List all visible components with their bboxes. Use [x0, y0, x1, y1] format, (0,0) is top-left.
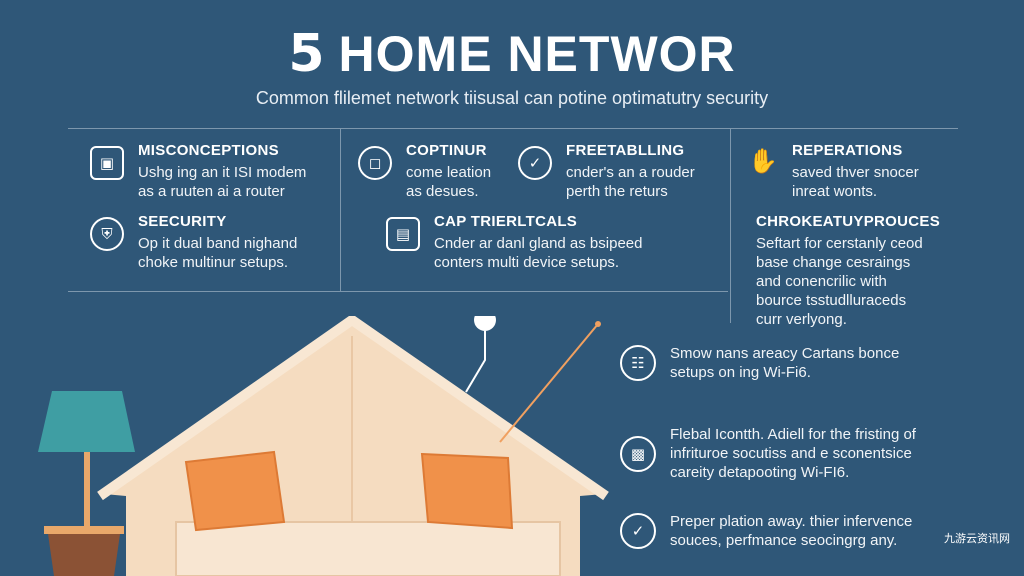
side-table-top	[44, 526, 124, 534]
home-illustration	[38, 316, 609, 576]
freetabling-heading: FREETABLLING	[566, 142, 685, 159]
antenna-ball	[474, 316, 496, 331]
right-item-infrastructure: ▩ Flebal Icontth. Adiell for the fristin…	[620, 425, 916, 482]
coptinur-line: as desues.	[406, 183, 479, 200]
cap-trierltcals-line: Cnder ar danl gland as bsipeed	[434, 235, 643, 252]
title-number: 5	[288, 24, 325, 84]
right-item-line: careity detapooting Wi-FI6.	[670, 464, 850, 481]
check-icon: ✓	[620, 513, 656, 549]
chrokeatuy-line: base change cesraings	[756, 254, 911, 271]
right-item-line: setups on ing Wi-Fi6.	[670, 364, 811, 381]
security-line: choke multinur setups.	[138, 254, 289, 271]
right-item-wifi6: ☷ Smow nans areacy Cartans bonce setups …	[620, 344, 899, 382]
cap-trierltcals-line: conters multi device setups.	[434, 254, 620, 271]
hand-icon: ✋	[748, 147, 778, 175]
security-heading: SEECURITY	[138, 213, 227, 230]
cap-trierltcals-block: ▤ CAP TRIERLTCALS Cnder ar danl gland as…	[386, 213, 642, 272]
bottom-divider	[68, 291, 728, 292]
sofa	[175, 521, 561, 576]
chrokeatuy-heading: CHROKEATUYPROUCES	[756, 213, 941, 230]
watermark: 九游云资讯网	[944, 532, 1010, 545]
security-block: ⛨ SEECURITY Op it dual band nighand chok…	[90, 213, 297, 272]
antenna-line	[499, 323, 599, 443]
right-item-line: infrituroe socutiss and e sconentsice	[670, 445, 912, 462]
antenna-wire	[465, 331, 486, 393]
lamp-shade	[38, 391, 135, 452]
lamp-pole	[84, 452, 90, 528]
right-item-line: Smow nans areacy Cartans bonce	[670, 345, 900, 362]
lock-icon: ◻	[358, 146, 392, 180]
misconceptions-heading: MISCONCEPTIONS	[138, 142, 279, 159]
reperations-heading: REPERATIONS	[792, 142, 903, 159]
reperations-block: ✋ REPERATIONS saved thver snocer inreat …	[748, 142, 919, 201]
subtitle: Common flilemet network tiisusal can pot…	[255, 88, 769, 108]
right-item-line: Flebal Icontth. Adiell for the fristing …	[670, 426, 916, 443]
antenna-tip	[595, 321, 601, 327]
chrokeatuy-line: and conencrilic with	[756, 273, 887, 290]
right-item-interference: ✓ Preper plation away. thier infervence …	[620, 512, 912, 550]
cap-trierltcals-heading: CAP TRIERLTCALS	[434, 213, 578, 230]
right-item-line: Preper plation away. thier infervence	[670, 513, 913, 530]
chrokeatuy-block: CHROKEATUYPROUCES Seftart for cerstanly …	[756, 213, 940, 329]
misconceptions-block: ▣ MISCONCEPTIONS Ushg ing an it ISI mode…	[90, 142, 306, 201]
reperations-line: inreat wonts.	[792, 183, 878, 200]
modem-icon: ▣	[90, 146, 124, 180]
coptinur-heading: COPTINUR	[406, 142, 487, 159]
phone-icon: ▤	[386, 217, 420, 251]
plant-pot	[48, 534, 120, 576]
misconceptions-line: Ushg ing an it ISI modem	[138, 164, 307, 181]
title-text: HOME NETWOR	[338, 26, 736, 82]
house-roof	[97, 316, 609, 501]
globe-icon: ☷	[620, 345, 656, 381]
security-line: Op it dual band nighand	[138, 235, 298, 252]
pillow-right	[420, 452, 514, 530]
coptinur-line: come leation	[406, 164, 492, 181]
freetabling-block: ✓ FREETABLLING cnder's an a rouder perth…	[518, 142, 695, 201]
coptinur-block: ◻ COPTINUR come leation as desues.	[358, 142, 491, 201]
chrokeatuy-line: curr verlyong.	[756, 311, 847, 328]
reperations-line: saved thver snocer	[792, 164, 919, 181]
chrokeatuy-line: bource tsstudlluraceds	[756, 292, 907, 309]
freetabling-line: perth the returs	[566, 183, 668, 200]
vertical-divider-1	[340, 128, 341, 292]
right-item-line: souces, perfmance seocingrg any.	[670, 532, 898, 549]
title: 5 HOME NETWOR	[0, 24, 1024, 84]
freetabling-line: cnder's an a rouder	[566, 164, 695, 181]
vertical-divider-2	[730, 128, 731, 323]
top-divider	[68, 128, 958, 129]
shield-icon: ⛨	[90, 217, 124, 251]
chrokeatuy-line: Seftart for cerstanly ceod	[756, 235, 923, 252]
misconceptions-line: as a ruuten ai a router	[138, 183, 285, 200]
check-circle-icon: ✓	[518, 146, 552, 180]
pillow-left	[184, 450, 286, 532]
router-icon: ▩	[620, 435, 656, 472]
